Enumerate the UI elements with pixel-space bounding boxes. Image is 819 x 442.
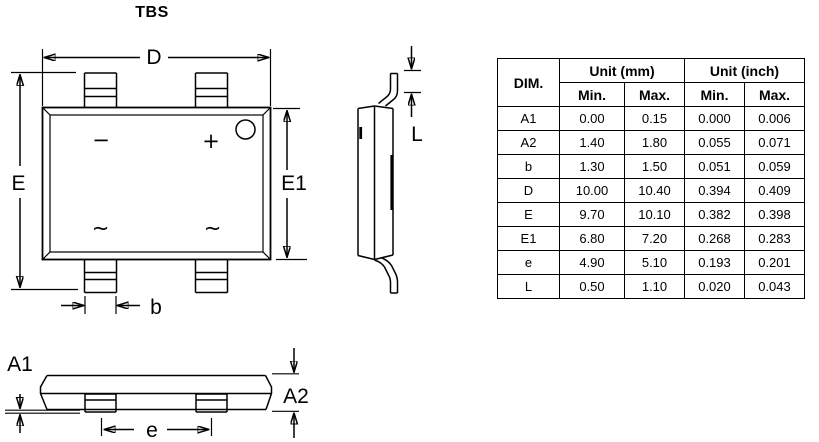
cell-inch-max: 0.006 [744, 106, 805, 131]
dimension-label-b: b [150, 296, 162, 319]
col-subheader-inch-min: Min. [684, 82, 745, 107]
cell-mm-min: 1.40 [559, 130, 625, 155]
front-view: A1 A2 e [5, 348, 309, 442]
cell-mm-min: 9.70 [559, 202, 625, 227]
table-row: b 1.30 1.50 0.051 0.059 [497, 154, 805, 179]
col-header-unit-inch: Unit (inch) [684, 58, 805, 83]
cell-mm-max: 1.80 [624, 130, 685, 155]
cell-inch-max: 0.043 [744, 274, 805, 299]
table-row: A1 0.00 0.15 0.000 0.006 [497, 106, 805, 131]
side-view-gullwing-lead-top [378, 72, 399, 107]
cell-inch-max: 0.398 [744, 202, 805, 227]
top-view: − + ∼ ∼ D E [11, 46, 307, 319]
cell-mm-min: 4.90 [559, 250, 625, 275]
cell-inch-max: 0.283 [744, 226, 805, 251]
cell-inch-min: 0.193 [684, 250, 745, 275]
table-row: E1 6.80 7.20 0.268 0.283 [497, 226, 805, 251]
side-view: L [357, 46, 423, 294]
table-row: D 10.00 10.40 0.394 0.409 [497, 178, 805, 203]
front-view-body [39, 374, 273, 411]
cell-dim: E [497, 202, 560, 227]
cell-mm-min: 10.00 [559, 178, 625, 203]
front-view-lead-left [84, 393, 117, 413]
package-title: TBS [135, 4, 169, 21]
cell-dim: A2 [497, 130, 560, 155]
dimension-E: E [11, 71, 78, 291]
col-header-dim: DIM. [497, 58, 560, 107]
dimension-label-A1: A1 [7, 353, 33, 376]
col-subheader-mm-max: Max. [624, 82, 685, 107]
col-subheader-inch-max: Max. [744, 82, 805, 107]
cell-inch-min: 0.051 [684, 154, 745, 179]
table-row: E 9.70 10.10 0.382 0.398 [497, 202, 805, 227]
cell-mm-min: 0.50 [559, 274, 625, 299]
col-header-unit-mm: Unit (mm) [559, 58, 685, 83]
cell-inch-min: 0.020 [684, 274, 745, 299]
minus-terminal-symbol: − [92, 128, 110, 152]
top-view-lead-top-left [83, 72, 118, 108]
cell-mm-min: 6.80 [559, 226, 625, 251]
cell-mm-min: 1.30 [559, 154, 625, 179]
dimension-E1: E1 [273, 107, 307, 261]
table-header-row-1: DIM. Unit (mm) Unit (inch) [497, 58, 805, 107]
dimension-b: b [61, 296, 162, 319]
cell-mm-max: 0.15 [624, 106, 685, 131]
dimension-table: DIM. Unit (mm) Unit (inch) Min. Max. Min… [497, 58, 805, 299]
cell-inch-min: 0.055 [684, 130, 745, 155]
cell-dim: E1 [497, 226, 560, 251]
dimension-label-D: D [146, 46, 161, 69]
table-row: L 0.50 1.10 0.020 0.043 [497, 274, 805, 299]
top-view-lead-bottom-left [83, 259, 118, 294]
col-subheader-mm-min: Min. [559, 82, 625, 107]
dimension-L: L [404, 46, 423, 146]
cell-inch-min: 0.000 [684, 106, 745, 131]
cell-dim: b [497, 154, 560, 179]
cell-inch-min: 0.394 [684, 178, 745, 203]
cell-inch-max: 0.059 [744, 154, 805, 179]
dimension-A1: A1 [5, 353, 80, 433]
side-view-gullwing-lead-bottom [374, 257, 399, 294]
cell-mm-max: 10.10 [624, 202, 685, 227]
ac-terminal-symbol-1: ∼ [92, 216, 110, 240]
cell-inch-max: 0.409 [744, 178, 805, 203]
cell-mm-max: 7.20 [624, 226, 685, 251]
table-row: A2 1.40 1.80 0.055 0.071 [497, 130, 805, 155]
cell-dim: D [497, 178, 560, 203]
plus-terminal-symbol: + [202, 129, 220, 153]
cell-dim: e [497, 250, 560, 275]
front-view-lead-right [195, 393, 228, 413]
dimension-A2: A2 [272, 348, 309, 438]
dimension-e: e [100, 418, 213, 442]
cell-inch-max: 0.071 [744, 130, 805, 155]
cell-mm-min: 0.00 [559, 106, 625, 131]
ac-terminal-symbol-2: ∼ [204, 216, 222, 240]
dimension-label-A2: A2 [283, 385, 309, 408]
table-header-row-2: Min. Max. Min. Max. [498, 82, 805, 107]
dimension-label-E: E [11, 172, 25, 195]
table-row: e 4.90 5.10 0.193 0.201 [497, 250, 805, 275]
cell-mm-max: 1.10 [624, 274, 685, 299]
cell-inch-max: 0.201 [744, 250, 805, 275]
cell-inch-min: 0.268 [684, 226, 745, 251]
side-view-body [357, 105, 394, 261]
cell-dim: A1 [497, 106, 560, 131]
pin1-indicator-circle [235, 119, 256, 140]
cell-mm-max: 5.10 [624, 250, 685, 275]
dimension-label-L: L [411, 123, 423, 146]
cell-inch-min: 0.382 [684, 202, 745, 227]
dimension-D: D [41, 46, 272, 106]
cell-mm-max: 1.50 [624, 154, 685, 179]
top-view-lead-top-right [194, 72, 229, 108]
dimension-label-e: e [146, 419, 158, 442]
top-view-body [41, 106, 272, 261]
dimension-label-E1: E1 [281, 172, 307, 195]
cell-dim: L [497, 274, 560, 299]
cell-mm-max: 10.40 [624, 178, 685, 203]
top-view-lead-bottom-right [194, 259, 229, 294]
